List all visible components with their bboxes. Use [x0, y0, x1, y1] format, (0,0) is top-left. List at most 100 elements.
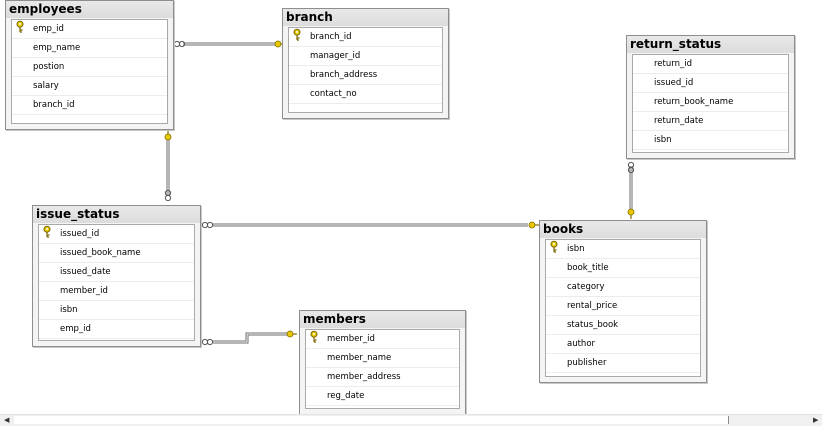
- column-row[interactable]: isbn: [633, 131, 788, 150]
- column-row[interactable]: isbn: [546, 240, 700, 259]
- column-row[interactable]: manager_id: [289, 47, 442, 66]
- table-members[interactable]: members member_id member_name member_addres…: [299, 310, 466, 415]
- column-row[interactable]: branch_address: [289, 66, 442, 85]
- column-row[interactable]: emp_name: [12, 39, 167, 58]
- column-name: branch_id: [310, 32, 352, 42]
- column-name: emp_id: [33, 24, 64, 34]
- column-name: emp_name: [33, 43, 81, 53]
- column-row[interactable]: salary: [12, 77, 167, 96]
- column-row[interactable]: issued_date: [39, 263, 194, 282]
- column-name: contact_no: [310, 89, 357, 99]
- key-endpoint-icon: [627, 208, 635, 219]
- table-title[interactable]: members: [300, 311, 465, 328]
- column-row[interactable]: issued_book_name: [39, 244, 194, 263]
- infinity-icon: [201, 221, 214, 229]
- key-endpoint-icon: [164, 130, 172, 141]
- column-row[interactable]: rental_price: [546, 297, 700, 316]
- relationship-issue-status-members[interactable]: [201, 330, 297, 346]
- infinity-icon: [164, 189, 172, 202]
- column-row[interactable]: return_book_name: [633, 93, 788, 112]
- table-title[interactable]: issue_status: [33, 206, 200, 223]
- key-icon: [42, 225, 54, 243]
- column-row[interactable]: return_id: [633, 55, 788, 74]
- column-name: publisher: [567, 358, 607, 368]
- table-title[interactable]: return_status: [627, 36, 794, 53]
- column-name: return_id: [654, 59, 692, 69]
- column-name: isbn: [60, 305, 78, 315]
- column-name: issued_id: [654, 78, 694, 88]
- scroll-left-icon[interactable]: ◀: [4, 416, 10, 424]
- scrollbar-thumb[interactable]: [14, 416, 729, 424]
- column-row[interactable]: member_name: [306, 349, 459, 368]
- column-row[interactable]: member_id: [39, 282, 194, 301]
- relationship-employees-branch[interactable]: [173, 40, 285, 48]
- column-name: salary: [33, 81, 59, 91]
- infinity-icon: [173, 40, 186, 48]
- key-icon: [309, 330, 321, 348]
- column-row[interactable]: emp_id: [12, 20, 167, 39]
- table-return-status[interactable]: return_status return_id issued_id return_bo…: [626, 35, 795, 159]
- column-row[interactable]: isbn: [39, 301, 194, 320]
- column-row[interactable]: contact_no: [289, 85, 442, 104]
- column-name: isbn: [654, 135, 672, 145]
- horizontal-scrollbar[interactable]: ◀ ▶: [0, 414, 822, 426]
- key-endpoint-icon: [286, 330, 297, 338]
- column-row[interactable]: member_id: [306, 330, 459, 349]
- column-name: reg_date: [327, 391, 365, 401]
- table-title[interactable]: books: [540, 221, 706, 238]
- column-row[interactable]: publisher: [546, 354, 700, 373]
- relationship-issue-status-books[interactable]: [201, 221, 539, 229]
- column-name: member_id: [60, 286, 108, 296]
- column-name: issued_date: [60, 267, 111, 277]
- column-name: return_date: [654, 116, 704, 126]
- infinity-icon: [201, 338, 214, 346]
- table-title[interactable]: employees: [6, 1, 173, 18]
- key-icon: [292, 28, 304, 46]
- column-name: category: [567, 282, 605, 292]
- column-row[interactable]: book_title: [546, 259, 700, 278]
- column-name: branch_address: [310, 70, 378, 80]
- column-list[interactable]: member_id member_name member_address reg_da…: [305, 329, 460, 409]
- key-icon: [549, 240, 561, 258]
- column-name: rental_price: [567, 301, 618, 311]
- scroll-right-icon[interactable]: ▶: [813, 416, 819, 424]
- column-name: author: [567, 339, 596, 349]
- column-row[interactable]: branch_id: [12, 96, 167, 115]
- column-name: issued_id: [60, 229, 100, 239]
- column-row[interactable]: postion: [12, 58, 167, 77]
- relationship-issue-status-employees[interactable]: [164, 130, 172, 202]
- column-row[interactable]: category: [546, 278, 700, 297]
- column-row[interactable]: issued_id: [633, 74, 788, 93]
- column-name: manager_id: [310, 51, 361, 61]
- column-name: postion: [33, 62, 65, 72]
- column-row[interactable]: return_date: [633, 112, 788, 131]
- column-name: issued_book_name: [60, 248, 141, 258]
- column-name: emp_id: [60, 324, 91, 334]
- column-name: member_id: [327, 334, 375, 344]
- column-row[interactable]: author: [546, 335, 700, 354]
- column-row[interactable]: issued_id: [39, 225, 194, 244]
- table-title[interactable]: branch: [283, 9, 448, 26]
- column-row[interactable]: status_book: [546, 316, 700, 335]
- key-endpoint-icon: [528, 221, 539, 229]
- column-name: branch_id: [33, 100, 75, 110]
- column-row[interactable]: emp_id: [39, 320, 194, 339]
- column-name: status_book: [567, 320, 619, 330]
- column-name: isbn: [567, 244, 585, 254]
- column-row[interactable]: branch_id: [289, 28, 442, 47]
- column-name: member_address: [327, 372, 401, 382]
- column-row[interactable]: reg_date: [306, 387, 459, 406]
- column-row[interactable]: member_address: [306, 368, 459, 387]
- key-icon: [15, 20, 27, 38]
- relationship-books-return-status[interactable]: [627, 161, 635, 219]
